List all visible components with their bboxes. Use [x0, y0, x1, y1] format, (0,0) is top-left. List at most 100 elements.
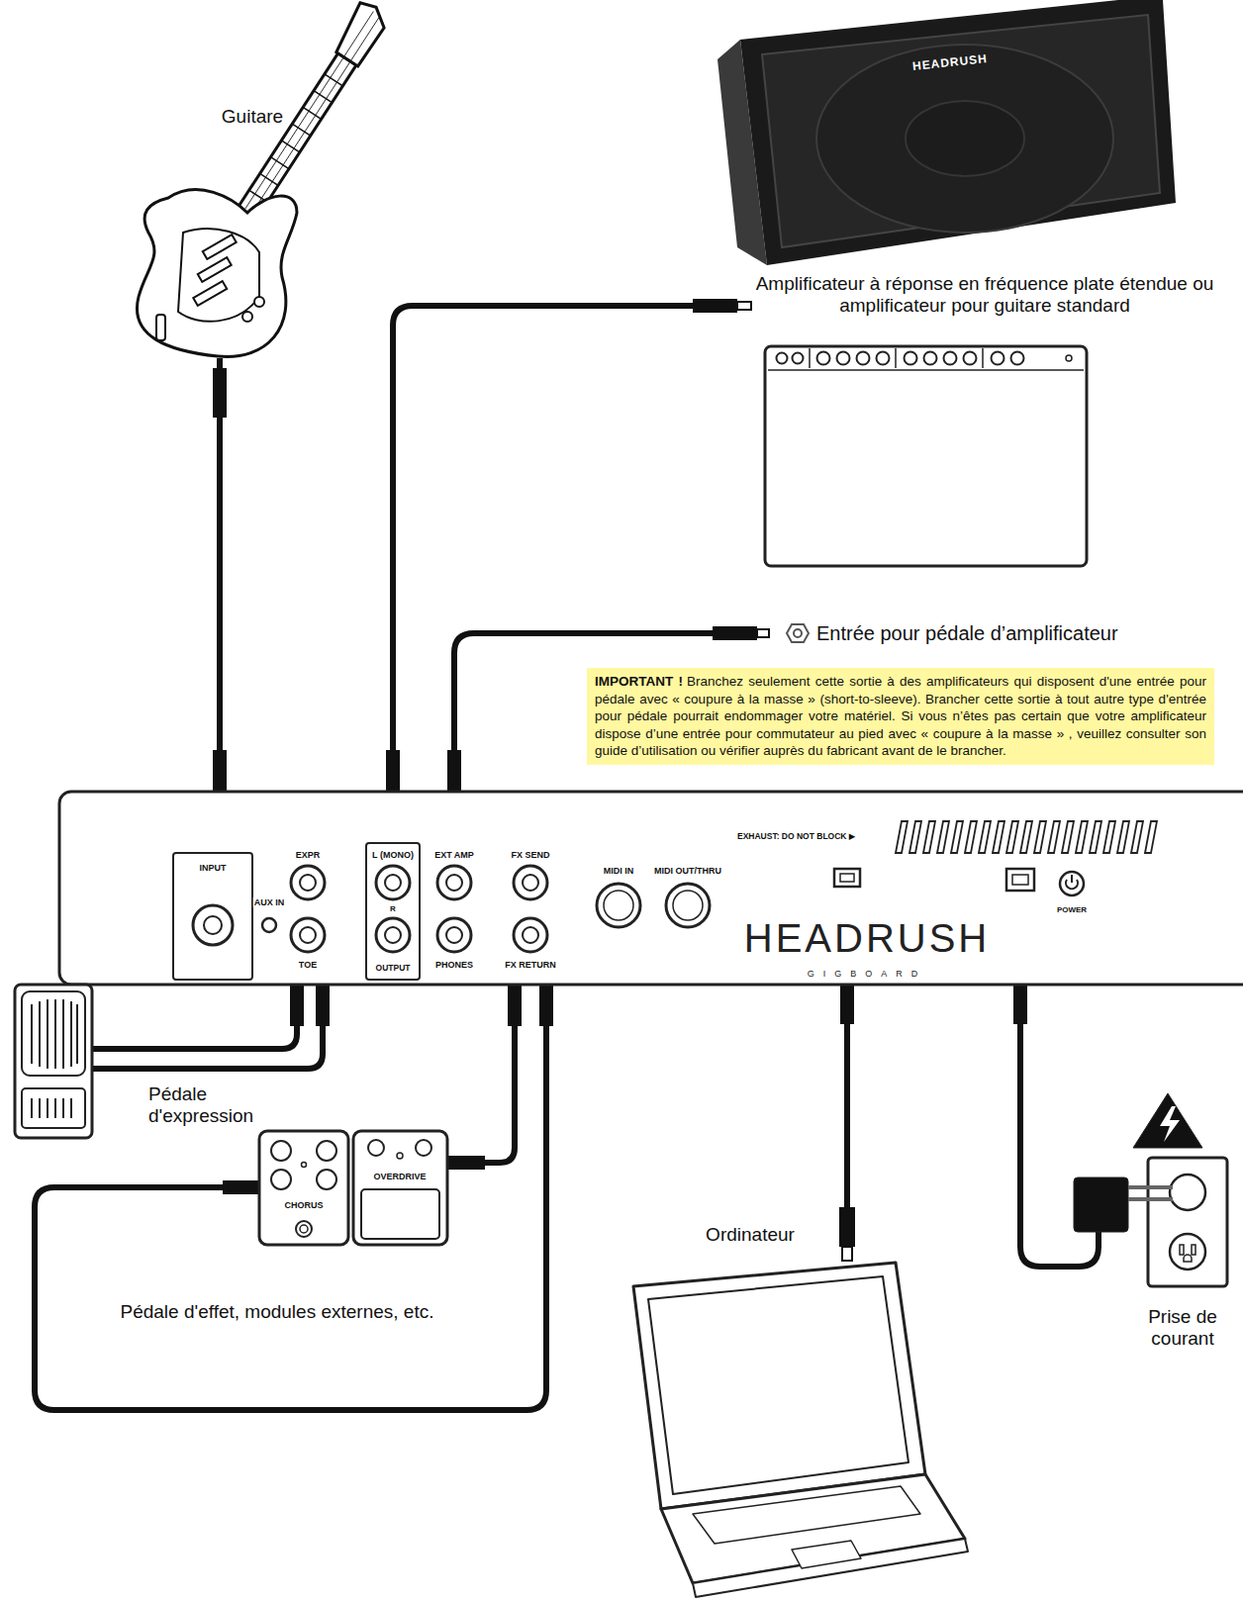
guitar-amp-part	[981, 348, 984, 369]
laptop-part	[633, 1262, 926, 1510]
gigboard-panel-part	[262, 918, 277, 933]
port-label: AUX IN	[253, 897, 287, 908]
cables-part	[484, 1026, 515, 1163]
cable-plugs-part	[385, 750, 400, 792]
expression-pedal-part	[31, 999, 78, 1119]
note-paragraph: IMPORTANT !Branchez seulement cette sort…	[594, 672, 1207, 761]
guitar-part-part	[270, 157, 288, 170]
gigboard-panel-part	[834, 868, 861, 887]
guitar-amp-part	[817, 352, 831, 366]
gigboard-panel-part	[522, 927, 539, 944]
gigboard-panel-part-part	[1034, 821, 1047, 854]
cables-part	[392, 305, 693, 751]
guitar-part-part	[260, 173, 279, 186]
cable-plugs-part	[840, 984, 855, 1025]
port-label: TOE	[297, 959, 318, 970]
guitar-amp-part	[904, 352, 918, 366]
expression-pedal-part-part	[30, 1098, 33, 1119]
gigboard-panel-part-part	[1117, 821, 1130, 854]
gigboard-panel-part-part	[1061, 821, 1074, 854]
power-outlet-part	[1128, 1197, 1173, 1202]
gigboard-panel-part	[596, 883, 641, 928]
power-outlet-part	[1128, 1185, 1173, 1190]
power-outlet-part	[1169, 1234, 1206, 1270]
panel-label: EXHAUST: DO NOT BLOCK ▶	[737, 832, 856, 843]
laptop-part	[791, 1540, 861, 1569]
guitar-part	[254, 296, 265, 307]
laptop-part	[692, 1486, 921, 1544]
guitar-amp-part	[876, 352, 890, 366]
guitar-amp-part	[924, 352, 938, 366]
gigboard-panel-part-part	[1089, 821, 1102, 854]
device-label: Amplificateur à réponse en fréquence pla…	[752, 273, 1218, 317]
port-label: PHONES	[434, 959, 475, 970]
guitar-amp-part	[764, 346, 1087, 567]
gigboard-panel-part	[299, 927, 316, 944]
effect-pedals-part	[415, 1140, 432, 1156]
guitar-amp-part	[1011, 352, 1025, 366]
effect-pedals-part	[295, 1221, 312, 1238]
pedal-name: CHORUS	[284, 1200, 323, 1211]
guitar-part-part	[330, 0, 391, 67]
cables-part	[92, 1026, 297, 1050]
guitar-part	[192, 281, 227, 306]
port-label: OUTPUT	[375, 963, 412, 974]
gigboard-panel-part	[192, 905, 233, 946]
speaker-cabinet	[717, 0, 1176, 266]
cable-plugs-part	[712, 626, 758, 641]
gigboard-panel-part-part	[895, 821, 908, 854]
guitar-amp-part	[767, 369, 1084, 372]
gigboard-panel-part	[666, 883, 710, 928]
gigboard-panel-part	[203, 916, 222, 935]
power-outlet-part	[1169, 1174, 1206, 1211]
cable-plugs-part	[447, 1155, 485, 1170]
effect-pedals-part	[301, 1162, 307, 1168]
cable-plugs-part	[692, 298, 738, 313]
warning-note: IMPORTANT !Branchez seulement cette sort…	[586, 668, 1215, 765]
guitar-part-part	[291, 123, 310, 136]
expression-pedal-part-part	[54, 1098, 57, 1119]
gigboard-panel-part	[376, 918, 410, 953]
gigboard-panel-part	[384, 874, 401, 891]
port-label: EXT AMP	[433, 850, 476, 861]
guitar-amp-part	[837, 352, 851, 366]
expression-pedal-part-part	[46, 999, 49, 1069]
cable-plugs	[212, 298, 1028, 1261]
cable-plugs-part	[786, 624, 809, 643]
guitar-part	[178, 228, 260, 322]
cable-plugs-part	[447, 750, 462, 792]
expression-pedal-part-part	[38, 1001, 41, 1067]
expression-pedal-part-part	[70, 1001, 73, 1067]
guitar-part-part	[324, 74, 343, 87]
gigboard-panel	[59, 791, 1243, 985]
guitar-part-part	[281, 140, 299, 153]
guitar-part	[242, 311, 253, 322]
guitar-part-part	[238, 53, 357, 219]
expression-pedal-part-part	[30, 1004, 33, 1064]
expression-pedal-part-part	[62, 999, 65, 1069]
cable-plugs-part	[216, 358, 223, 371]
gigboard-panel-part-part	[1048, 821, 1060, 854]
gigboard-panel-part	[895, 821, 1157, 854]
cable-plugs-part	[222, 1180, 260, 1195]
expression-pedal-part	[14, 984, 93, 1139]
port-label: R	[389, 904, 396, 914]
gigboard-panel-part-part	[937, 821, 950, 854]
gigboard-panel-part-part	[978, 821, 991, 854]
gigboard-panel-part	[290, 865, 325, 900]
guitar-amp-part	[808, 348, 811, 369]
effect-pedals-part	[271, 1169, 291, 1190]
gigboard-panel-part-part	[992, 821, 1005, 854]
port-label: FX RETURN	[503, 959, 558, 970]
guitar-amp-part	[857, 352, 870, 366]
port-label: MIDI OUT/THRU	[653, 865, 723, 876]
port-label: INPUT	[198, 862, 228, 873]
effect-pedals-part	[316, 1169, 337, 1190]
cable-plugs-part	[793, 629, 802, 638]
cable-plugs-part	[757, 629, 769, 638]
expression-pedal-part-part	[70, 1098, 73, 1119]
note-heading: IMPORTANT !	[594, 673, 683, 689]
guitar-amp	[764, 346, 1087, 567]
gigboard-panel-part	[366, 843, 420, 980]
gigboard-panel-part	[437, 918, 472, 953]
